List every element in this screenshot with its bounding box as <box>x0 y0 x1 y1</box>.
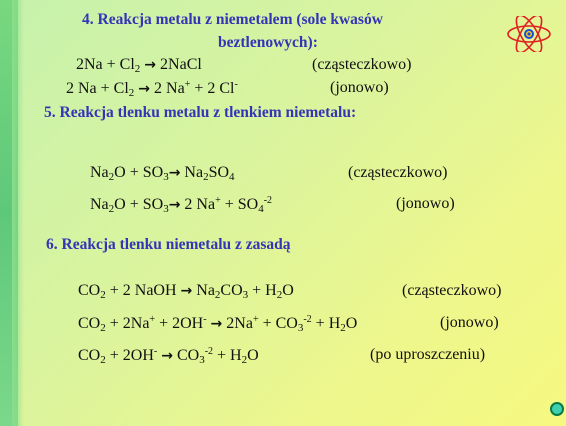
note-6-ionic: (jonowo) <box>440 314 499 331</box>
left-decorative-stripe <box>0 0 24 426</box>
note-4-ionic: (jonowo) <box>330 79 389 96</box>
section-6-title: 6. Reakcja tlenku niemetalu z zasadą <box>46 236 291 253</box>
equation-4-ionic: 2 Na + Cl2 → 2 Na+ + 2 Cl- <box>66 79 238 99</box>
circle-nav-icon[interactable] <box>550 402 564 416</box>
equation-5-molecular: Na2O + SO3→ Na2SO4 <box>90 164 235 183</box>
equation-5-ionic: Na2O + SO3→ 2 Na+ + SO4-2 <box>90 195 273 215</box>
equation-6-ionic: CO2 + 2Na+ + 2OH- → 2Na+ + CO3-2 + H2O <box>78 314 358 334</box>
equation-4-molecular: 2Na + Cl2 → 2NaCl <box>76 56 202 75</box>
note-6-simplified: (po uproszczeniu) <box>370 346 486 363</box>
equation-6-molecular: CO2 + 2 NaOH → Na2CO3 + H2O <box>78 282 294 301</box>
note-5-molecular: (cząsteczkowo) <box>348 164 448 181</box>
equation-6-simplified: CO2 + 2OH- → CO3-2 + H2O <box>78 346 259 366</box>
section-4-title-line1: 4. Reakcja metalu z niemetalem (sole kwa… <box>82 11 383 28</box>
section-5-title: 5. Reakcja tlenku metalu z tlenkiem niem… <box>44 104 357 121</box>
note-4-molecular: (cząsteczkowo) <box>312 56 412 73</box>
atom-icon <box>507 16 551 52</box>
note-6-molecular: (cząsteczkowo) <box>402 282 502 299</box>
note-5-ionic: (jonowo) <box>396 195 455 212</box>
section-4-title-line2: beztlenowych): <box>218 34 318 51</box>
